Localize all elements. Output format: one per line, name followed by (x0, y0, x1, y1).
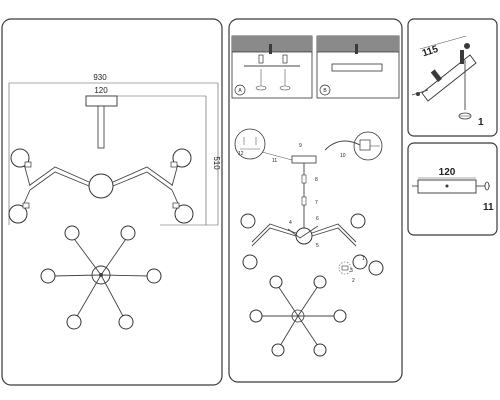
overall-width-label: 930 (93, 73, 107, 82)
plate-panel: 120 11 (407, 142, 498, 236)
bracket-detail-bubble: 12 (234, 128, 293, 161)
chandelier-front-view (8, 95, 194, 224)
step-2-label: 2 (352, 278, 355, 284)
plate-width-label: 120 (439, 167, 456, 178)
dimensions-panel: 930 120 510 (1, 18, 223, 386)
exploded-chandelier-view (240, 155, 384, 276)
chandelier-top-view (40, 225, 162, 330)
step-1-label: 1 (362, 256, 365, 262)
option-b-label: B (323, 88, 327, 94)
step-7-label: 7 (315, 200, 318, 206)
step-12-label: 12 (238, 151, 244, 157)
canopy-plate-drawing (412, 177, 490, 194)
canopy-width-label: 120 (94, 86, 108, 95)
step-8-label: 8 (315, 177, 318, 183)
assembly-top-view (249, 275, 347, 357)
step-11-label: 11 (272, 158, 277, 164)
step-4-label: 4 (289, 220, 292, 226)
mounting-option-a: A (231, 35, 313, 99)
bracket-step-label: 1 (478, 117, 484, 128)
wire-connector-detail (324, 131, 383, 161)
plate-step-label: 11 (483, 202, 494, 213)
mounting-bracket-drawing (411, 35, 477, 120)
width-dimension-line (8, 82, 219, 225)
step-6-label: 6 (316, 216, 319, 222)
assembly-panel: A B 12 (228, 18, 403, 383)
step-3-label: 3 (350, 268, 353, 274)
step-5-label: 5 (316, 243, 319, 249)
bracket-length-label: 115 (421, 44, 440, 60)
height-dimension-line (117, 95, 218, 226)
step-9-label: 9 (299, 143, 302, 149)
mounting-option-b: B (316, 35, 400, 99)
step-10-label: 10 (340, 153, 346, 159)
bracket-panel: 115 1 (407, 18, 498, 137)
height-label: 510 (212, 156, 221, 170)
option-a-label: A (238, 88, 242, 94)
